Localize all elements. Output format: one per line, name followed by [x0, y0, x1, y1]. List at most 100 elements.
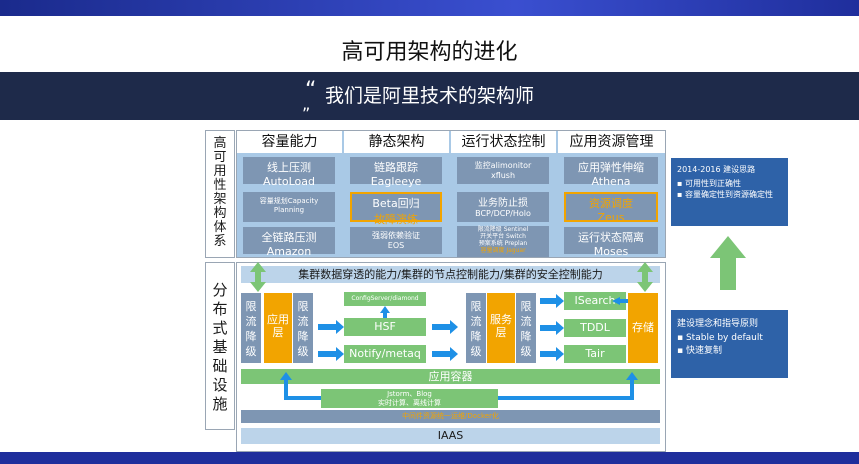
resource-item-zeus: 资源调度 Zeus: [564, 192, 658, 224]
static-item-eos: 强弱依赖验证 EOS: [350, 227, 442, 254]
resource-item-athena: 应用弹性伸缩 Athena: [564, 157, 658, 188]
app-layer: 应用层: [264, 293, 292, 363]
compute-loop-arrows: [284, 378, 634, 400]
column-header-capacity: 容量能力: [237, 131, 342, 153]
item-line: 故障演练: [374, 213, 418, 226]
item-line: 强弱依赖验证: [372, 231, 420, 240]
capacity-item-amazon: 全链路压测 Amazon: [243, 227, 335, 258]
limit-degrade-right-2: 限流降级: [516, 293, 536, 363]
item-line: Athena: [591, 175, 631, 188]
column-header-static-architecture: 静态架构: [344, 131, 449, 153]
top-accent-bar: [0, 0, 859, 16]
item-line: 链路跟踪: [374, 161, 418, 174]
item-line: xflush: [490, 171, 516, 180]
item-line: Zeus: [597, 211, 625, 224]
static-item-beta-regression: Beta回归 故障演练: [350, 192, 442, 226]
green-arrow-right: [637, 262, 653, 292]
tddl: TDDL: [564, 319, 626, 337]
service-layer-label: 服务层: [490, 313, 512, 339]
item-line: 全链路压测: [261, 231, 317, 244]
item-line: AutoLoad: [263, 175, 315, 188]
limit-label: 限流降级: [520, 300, 532, 358]
tair: Tair: [564, 345, 626, 363]
cluster-capability-bar: 集群数据穿透的能力/集群的节点控制能力/集群的安全控制能力: [241, 266, 660, 283]
strategy-bullet: ▪ 可用性到正确性: [677, 179, 741, 188]
strategy-panel: 2014-2016 建设思路 ▪ 可用性到正确性 ▪ 容量确定性到资源确定性: [671, 158, 788, 226]
strategy-panel-title: 2014-2016 建设思路: [677, 165, 756, 174]
principles-up-arrow: [710, 236, 746, 290]
service-layer: 服务层: [487, 293, 515, 363]
item-line: Moses: [593, 245, 629, 258]
principles-panel: 建设理念和指导原则 ▪ Stable by default ▪ 快速复制: [671, 310, 788, 378]
item-line: Amazon: [266, 245, 312, 258]
banner: 我们是阿里技术的架构师: [0, 72, 859, 120]
quote-open-mark: “: [305, 78, 317, 103]
principles-panel-title: 建设理念和指导原则: [677, 319, 759, 329]
item-line: 限流降级 Sentinel: [477, 226, 529, 233]
strategy-bullet-text: 可用性到正确性: [684, 179, 741, 188]
isearch: ISearch: [564, 292, 626, 310]
hsf: HSF: [344, 318, 426, 336]
infrastructure-label-box: 分布式基础设施: [205, 262, 235, 430]
item-line: 容量规划Capacity: [259, 197, 319, 205]
static-item-eagleeye: 链路跟踪 Eagleeye: [350, 157, 442, 188]
limit-label: 限流降级: [470, 300, 482, 358]
limit-degrade-right-1: 限流降级: [466, 293, 486, 363]
green-arrow-left: [250, 262, 266, 292]
app-layer-label: 应用层: [267, 313, 289, 339]
principles-bullet: ▪ 快速复制: [677, 346, 722, 356]
item-line: 线上压测: [267, 161, 311, 174]
principles-bullet-text: Stable by default: [685, 333, 763, 343]
item-line: 容量调度 Jaguar: [480, 247, 526, 254]
item-line: 业务防止损: [478, 198, 528, 209]
item-line: Planning: [273, 206, 305, 214]
banner-text: 我们是阿里技术的架构师: [324, 85, 534, 107]
principles-bullet-text: 快速复制: [685, 346, 722, 356]
strategy-bullet: ▪ 容量确定性到资源确定性: [677, 190, 773, 199]
bottom-accent-bar: [0, 452, 859, 464]
item-line: 预案系统 Preplan: [478, 240, 528, 247]
ha-architecture-label-box: 高可用性架构体系: [205, 130, 235, 258]
item-line: 资源调度: [589, 197, 633, 210]
item-line: 运行状态隔离: [578, 231, 644, 244]
jstorm-compute: Jstorm、Blog 实时计算、离线计算: [321, 389, 498, 408]
capacity-item-autoload: 线上压测 AutoLoad: [243, 157, 335, 188]
app-to-hsf-arrows: [318, 320, 458, 361]
item-line: BCP/DCP/Holo: [475, 209, 531, 218]
column-header-runtime-control: 运行状态控制: [451, 131, 556, 153]
principles-bullet: ▪ Stable by default: [677, 333, 763, 343]
runtime-item-alimonitor: 监控alimonitor xflush: [457, 157, 549, 184]
jstorm-line: 实时计算、离线计算: [378, 399, 441, 407]
column-header-resource-management: 应用资源管理: [558, 131, 665, 153]
config-arrow: [380, 306, 390, 318]
config-server: ConfigServer/diamond: [344, 292, 426, 306]
capacity-item-planning: 容量规划Capacity Planning: [243, 192, 335, 222]
item-line: 开关平台 Switch: [480, 233, 526, 240]
slide-title: 高可用架构的进化: [341, 40, 518, 65]
storage: 存储: [628, 293, 658, 363]
item-line: Eagleeye: [370, 175, 422, 188]
strategy-bullet-text: 容量确定性到资源确定性: [684, 190, 773, 199]
quote-close-mark: ”: [302, 104, 311, 123]
item-line: EOS: [387, 241, 405, 250]
service-to-storage-arrows: [540, 294, 628, 361]
compute-loop-arrowheads: [280, 372, 638, 380]
item-line: Beta回归: [372, 197, 420, 210]
limit-degrade-left-1: 限流降级: [241, 293, 261, 363]
runtime-item-bcp: 业务防止损 BCP/DCP/Holo: [457, 192, 549, 222]
middleware-ops-bar: 中间件资源统一运维/Docker化: [241, 410, 660, 423]
resource-item-moses: 运行状态隔离 Moses: [564, 227, 658, 258]
ha-architecture-label: 高可用性架构体系: [213, 136, 227, 249]
item-line: 应用弹性伸缩: [578, 161, 644, 174]
limit-degrade-left-2: 限流降级: [293, 293, 313, 363]
runtime-item-sentinel: 限流降级 Sentinel 开关平台 Switch 预案系统 Preplan 容…: [457, 226, 549, 257]
item-line: 监控alimonitor: [474, 161, 532, 170]
app-container: 应用容器: [241, 369, 660, 384]
notify-metaq: Notify/metaq: [344, 345, 426, 363]
infrastructure-label: 分布式基础设施: [212, 281, 228, 413]
iaas-bar: IAAS: [241, 428, 660, 444]
limit-label: 限流降级: [297, 300, 309, 358]
limit-label: 限流降级: [245, 300, 257, 358]
jstorm-line: Jstorm、Blog: [387, 390, 432, 398]
